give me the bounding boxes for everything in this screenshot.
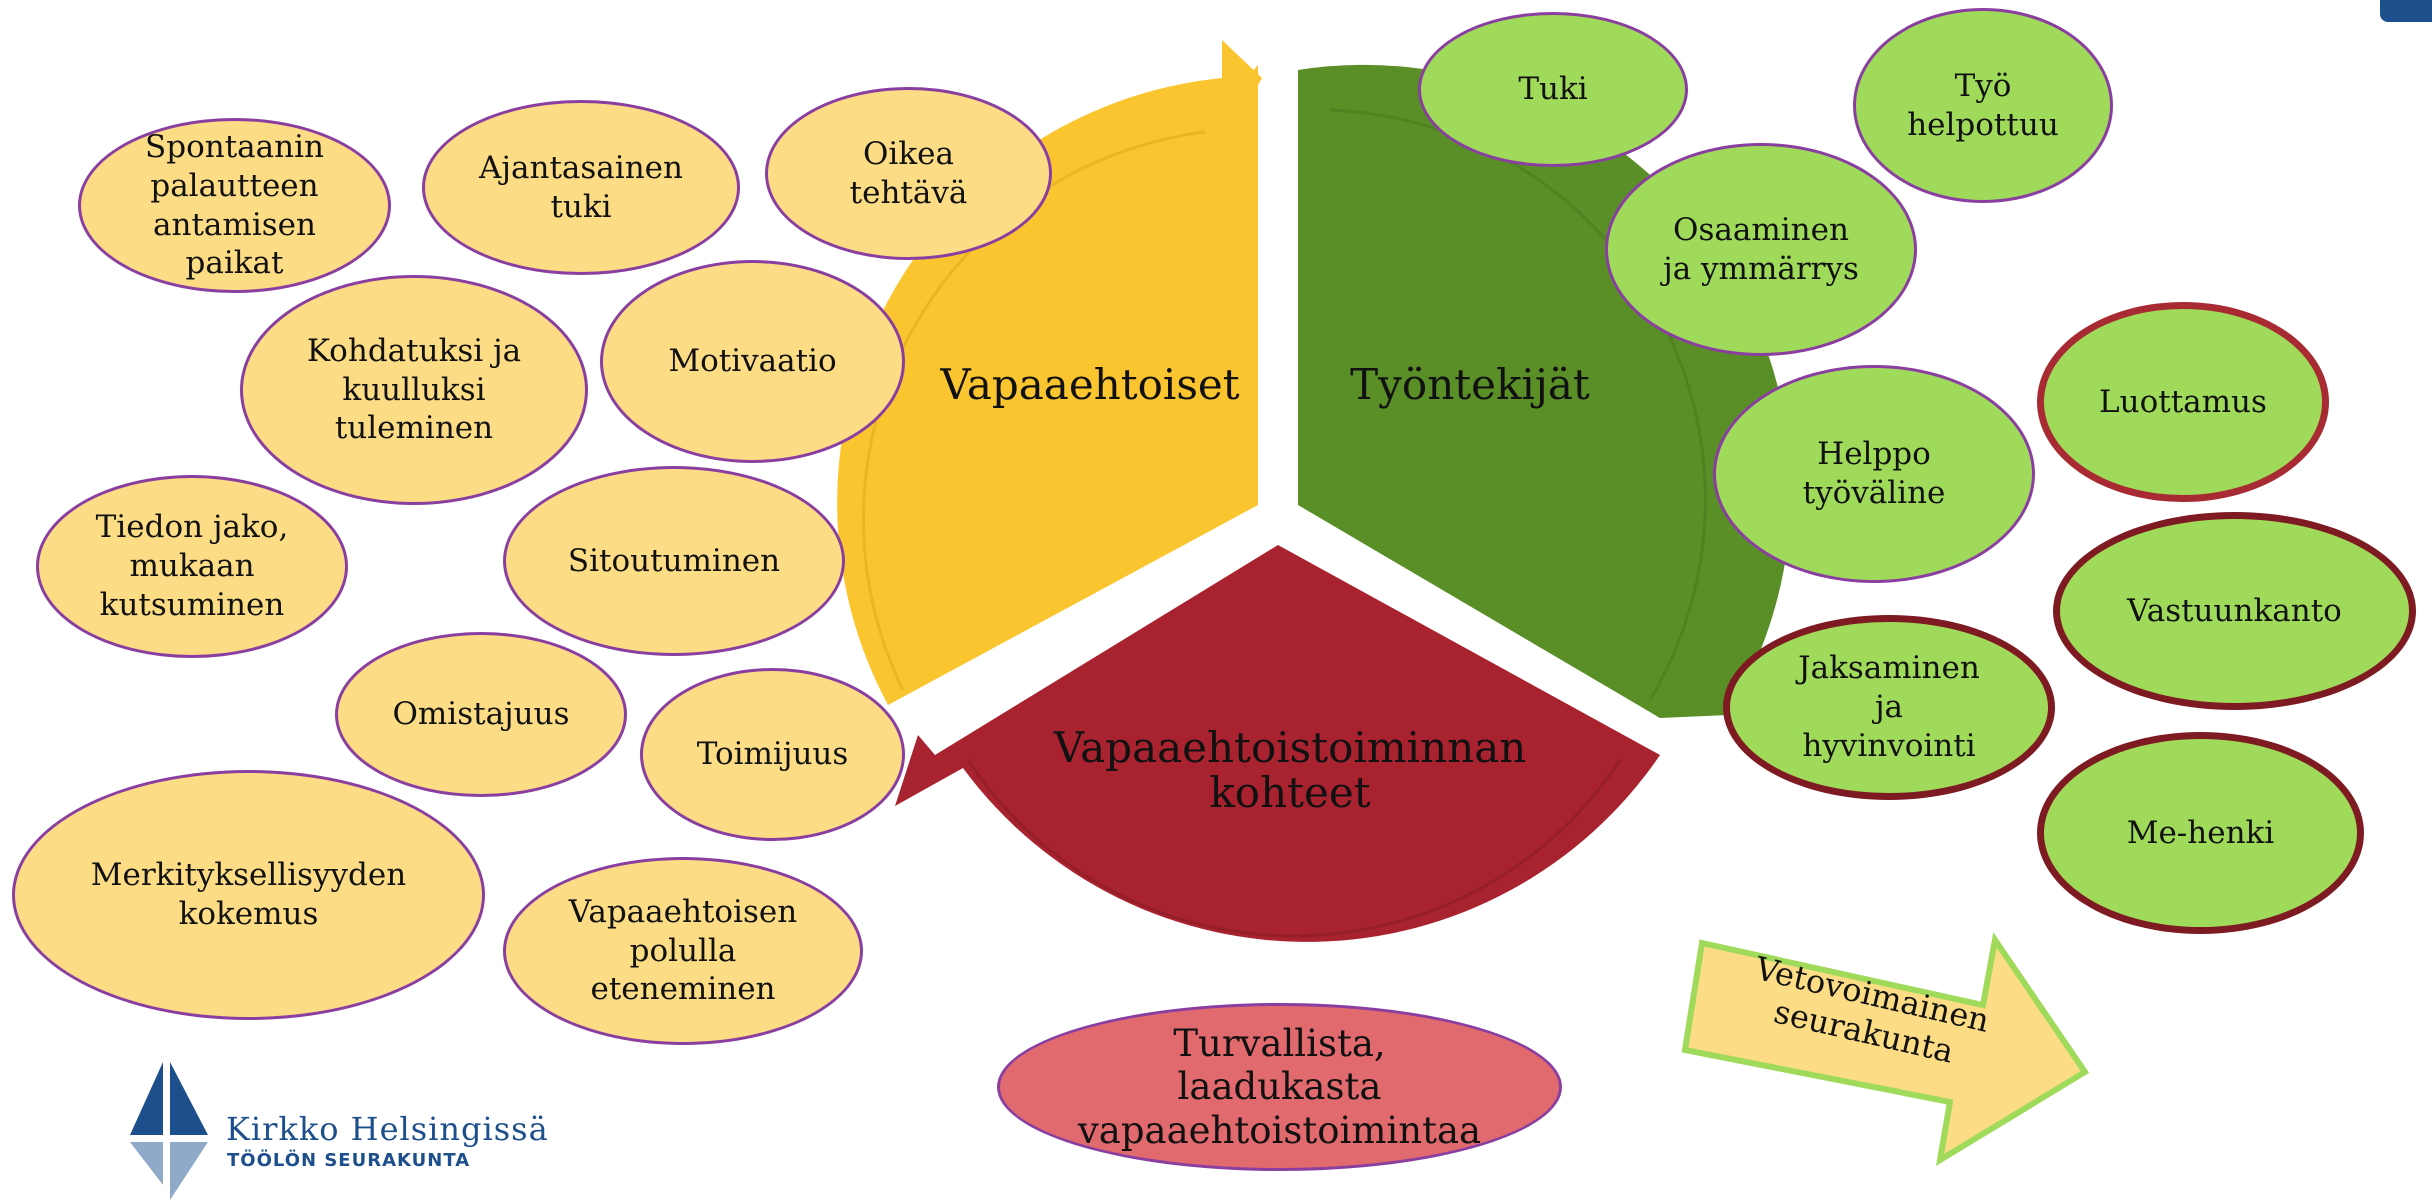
ellipse-info-sharing: Tiedon jako, mukaan kutsuminen — [36, 475, 348, 658]
logo-name: Kirkko Helsingissä — [226, 1110, 549, 1148]
ellipse-agency: Toimijuus — [640, 668, 905, 841]
segment-label-targets: Vapaaehtoistoiminnan kohteet — [1053, 723, 1527, 818]
vetovoimainen-arrow — [1681, 932, 2090, 1166]
ellipse-spontaneous-feedback: Spontaanin palautteen antamisen paikat — [78, 118, 391, 293]
ellipse-being-heard: Kohdatuksi ja kuulluksi tuleminen — [240, 275, 588, 505]
ellipse-volunteer-path: Vapaaehtoisen polulla eteneminen — [503, 857, 863, 1045]
ellipse-work-easier: Työ helpottuu — [1853, 8, 2113, 203]
corner-tab — [2380, 0, 2432, 22]
ellipse-support: Tuki — [1418, 12, 1688, 167]
ellipse-easy-tool: Helppo työväline — [1713, 365, 2035, 583]
logo-subtitle: TÖÖLÖN SEURAKUNTA — [227, 1150, 471, 1171]
segment-targets — [895, 545, 1660, 942]
segment-label-volunteers: Vapaaehtoiset — [940, 360, 1240, 409]
ellipse-team-spirit: Me-henki — [2037, 732, 2364, 934]
ellipse-motivation: Motivaatio — [600, 260, 905, 463]
ellipse-responsibility: Vastuunkanto — [2053, 512, 2416, 710]
kirkko-logo-mark — [130, 1062, 208, 1200]
segment-label-employees: Työntekijät — [1350, 360, 1590, 409]
ellipse-ownership: Omistajuus — [335, 632, 627, 797]
ellipse-safe-quality-volunteering: Turvallista, laadukasta vapaaehtoistoimi… — [997, 1003, 1562, 1171]
ellipse-right-task: Oikea tehtävä — [765, 87, 1052, 260]
ellipse-wellbeing: Jaksaminen ja hyvinvointi — [1723, 615, 2055, 800]
ellipse-trust: Luottamus — [2037, 302, 2329, 502]
ellipse-commitment: Sitoutuminen — [503, 466, 845, 656]
ellipse-competence: Osaaminen ja ymmärrys — [1605, 143, 1917, 356]
ellipse-current-support: Ajantasainen tuki — [422, 100, 740, 275]
ellipse-meaningfulness: Merkityksellisyyden kokemus — [12, 770, 485, 1020]
